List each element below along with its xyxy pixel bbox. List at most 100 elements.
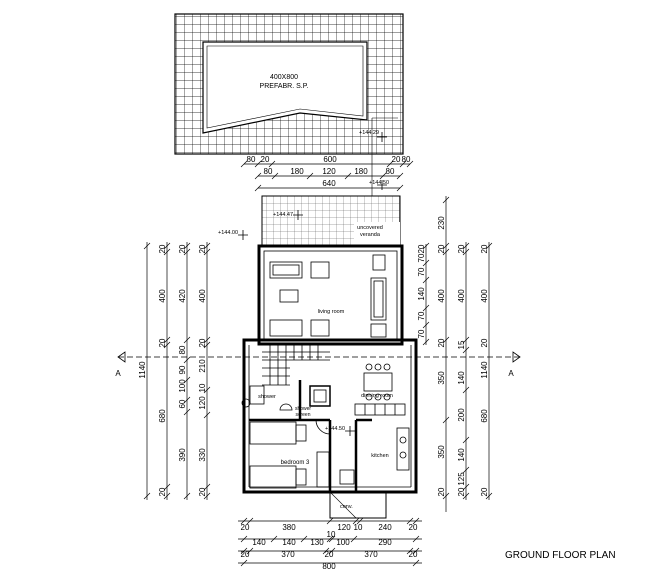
svg-text:400: 400	[457, 289, 466, 303]
svg-text:350: 350	[437, 445, 446, 459]
svg-text:20: 20	[437, 338, 446, 347]
level-outside: +144.00	[218, 230, 238, 236]
svg-text:100: 100	[178, 379, 187, 393]
dim-bot-r1-0: 20	[241, 523, 250, 532]
svg-text:120: 120	[198, 396, 207, 410]
veranda	[261, 195, 401, 247]
dim-bot-r4: 800	[322, 562, 336, 571]
dim-bot-r1-2: 120	[337, 523, 351, 532]
level-terrace: +144.50	[369, 180, 389, 186]
svg-text:20: 20	[480, 338, 489, 347]
text-labels: 400X800 PREFABR. S.P. +144.29 +144.50 +1…	[115, 74, 514, 571]
svg-text:140: 140	[457, 448, 466, 462]
section-line	[117, 351, 521, 363]
dim-bot-r1-5: 20	[409, 523, 418, 532]
stairs	[262, 343, 330, 386]
dim-right-col4: 20 400 20 680 20	[480, 244, 489, 496]
dim-left-col3: 20 400 20 210 10 120 330 20	[198, 244, 207, 496]
dimension-ticks	[143, 160, 493, 567]
level-pool: +144.29	[359, 130, 379, 136]
dim-top-r3: 640	[322, 179, 336, 188]
dim-bot-r3-2: 20	[325, 550, 334, 559]
dim-bot-r2-5: 290	[378, 538, 392, 547]
pool-label-2: PREFABR. S.P.	[260, 83, 309, 90]
dim-top-r1-3: 20	[392, 155, 401, 164]
dim-top-r2-2: 120	[322, 167, 336, 176]
svg-text:20: 20	[198, 487, 207, 496]
dim-bot-r2-0: 140	[252, 538, 266, 547]
dim-bot-r2-4: 100	[336, 538, 350, 547]
svg-text:20: 20	[457, 244, 466, 253]
pool-terrace	[174, 13, 404, 200]
svg-text:15: 15	[457, 340, 466, 349]
dim-right-col1: 20 70 70 140 70 70	[417, 244, 426, 338]
svg-text:400: 400	[437, 289, 446, 303]
svg-text:80: 80	[178, 345, 187, 354]
svg-text:70: 70	[417, 253, 426, 262]
furniture	[241, 254, 410, 489]
dim-top-r2-0: 80	[264, 167, 273, 176]
dim-bot-r1-3: 10	[354, 523, 363, 532]
svg-text:400: 400	[480, 289, 489, 303]
dim-bot-r3-1: 370	[281, 550, 295, 559]
dining-room-label: dinning room	[361, 393, 393, 399]
dim-bot-r1-1: 380	[282, 523, 296, 532]
dim-right-outer: 1140	[480, 361, 489, 379]
svg-text:400: 400	[198, 289, 207, 303]
dim-right-col2: 230 20 400 20 350 350 20	[437, 216, 446, 497]
svg-text:20: 20	[437, 244, 446, 253]
svg-text:20: 20	[198, 338, 207, 347]
svg-text:20: 20	[158, 244, 167, 253]
svg-text:20: 20	[457, 487, 466, 496]
svg-text:140: 140	[417, 287, 426, 301]
dimension-lines	[146, 163, 490, 564]
dim-top-r2-1: 180	[290, 167, 304, 176]
level-kitchen: +144.50	[325, 426, 345, 432]
dim-top-r1-2: 600	[323, 155, 337, 164]
svg-text:330: 330	[198, 448, 207, 462]
bedroom-label: bedroom 3	[281, 460, 310, 466]
dim-bot-r2-3: 10	[327, 530, 336, 539]
svg-text:20: 20	[158, 487, 167, 496]
svg-text:140: 140	[457, 371, 466, 385]
svg-text:70: 70	[417, 267, 426, 276]
svg-text:680: 680	[158, 409, 167, 423]
svg-text:20: 20	[480, 487, 489, 496]
svg-text:20: 20	[158, 338, 167, 347]
dim-bot-r3-0: 20	[241, 550, 250, 559]
svg-text:230: 230	[437, 216, 446, 230]
svg-text:20: 20	[178, 244, 187, 253]
dim-bot-r2-2: 130	[310, 538, 324, 547]
dim-left-col2: 20 420 80 90 100 60 390	[178, 244, 187, 462]
svg-text:90: 90	[178, 365, 187, 374]
section-a-left: A	[115, 369, 121, 378]
svg-text:70: 70	[417, 329, 426, 338]
dim-bot-r3-4: 20	[409, 550, 418, 559]
svg-text:70: 70	[417, 311, 426, 320]
dim-bot-r2-1: 140	[282, 538, 296, 547]
page-title: GROUND FLOOR PLAN	[505, 550, 616, 561]
svg-text:10: 10	[198, 383, 207, 392]
level-markers	[238, 132, 387, 436]
svg-text:20: 20	[437, 487, 446, 496]
shower-screen-1: shower	[295, 406, 311, 412]
dim-bot-r1-4: 240	[378, 523, 392, 532]
svg-text:20: 20	[417, 244, 426, 253]
living-room-label: living room	[318, 309, 345, 315]
svg-text:125: 125	[457, 472, 466, 486]
svg-text:420: 420	[178, 289, 187, 303]
conv-label: conv.	[340, 504, 353, 510]
kitchen-label: kitchen	[371, 453, 388, 459]
svg-text:680: 680	[480, 409, 489, 423]
svg-text:400: 400	[158, 289, 167, 303]
dim-top-r1-1: 20	[261, 155, 270, 164]
dim-top-r2-3: 180	[354, 167, 368, 176]
svg-text:350: 350	[437, 371, 446, 385]
shower-screen-2: screen	[295, 412, 310, 418]
svg-text:20: 20	[198, 244, 207, 253]
dim-top-r1-4: 80	[402, 155, 411, 164]
building-walls	[242, 244, 418, 519]
svg-text:60: 60	[178, 399, 187, 408]
svg-text:20: 20	[480, 244, 489, 253]
